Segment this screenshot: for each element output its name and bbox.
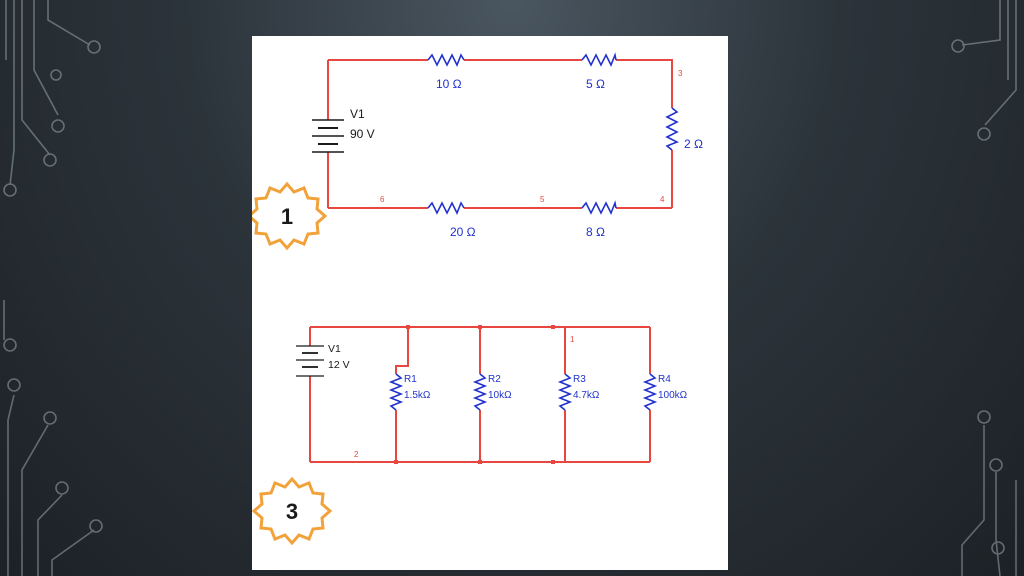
circuit1-number-badge: 1 (252, 181, 328, 251)
circuit3-source-name: V1 (328, 343, 341, 355)
resistor-r4 (642, 373, 658, 411)
resistor-r3-value: 4.7kΩ (573, 390, 600, 401)
circuit3-junction (551, 325, 555, 329)
circuit3-branch-r1 (395, 327, 409, 462)
resistor-5-ohm (581, 52, 617, 67)
circuit3-source-value: 12 V (328, 359, 350, 371)
circuit-schematics: V1 90 V 10 Ω 5 Ω 2 Ω 20 Ω 8 Ω 3 4 5 6 1 (252, 52, 703, 546)
circuit3-junction (394, 460, 398, 464)
resistor-r4-name: R4 (658, 374, 671, 385)
resistor-r2 (472, 373, 488, 411)
circuit1-node-5: 5 (540, 195, 545, 204)
resistor-8-ohm (581, 200, 617, 215)
resistor-r4-value: 100kΩ (658, 390, 688, 401)
circuit3-number-badge: 3 (252, 476, 333, 546)
circuit1-node-3: 3 (678, 69, 683, 78)
circuit1-source-name: V1 (350, 107, 365, 121)
circuit1-battery (312, 119, 344, 153)
circuit-1: V1 90 V 10 Ω 5 Ω 2 Ω 20 Ω 8 Ω 3 4 5 6 1 (252, 52, 703, 251)
circuit3-branch-r3 (553, 326, 566, 462)
circuit3-battery (296, 345, 324, 377)
resistor-label-10-ohm: 10 Ω (436, 77, 462, 91)
resistor-label-20-ohm: 20 Ω (450, 225, 476, 239)
resistor-label-2-ohm: 2 Ω (684, 137, 703, 151)
resistor-r3 (557, 373, 573, 411)
resistor-2-ohm (665, 107, 679, 151)
circuit1-node-6: 6 (380, 195, 385, 204)
resistor-10-ohm (427, 53, 465, 67)
circuit3-node-2: 2 (354, 450, 359, 459)
circuit3-junction (478, 325, 482, 329)
circuit1-node-4: 4 (660, 195, 665, 204)
resistor-r3-name: R3 (573, 374, 586, 385)
circuit3-badge-number: 3 (286, 499, 298, 524)
slide-content-panel: V1 90 V 10 Ω 5 Ω 2 Ω 20 Ω 8 Ω 3 4 5 6 1 (252, 36, 728, 570)
resistor-r1-value: 1.5kΩ (404, 390, 431, 401)
circuit1-source-value: 90 V (350, 127, 375, 141)
resistor-label-5-ohm: 5 Ω (586, 77, 605, 91)
resistor-r2-value: 10kΩ (488, 390, 512, 401)
circuit3-junction (406, 325, 410, 329)
circuit3-junction (478, 460, 482, 464)
circuit1-badge-number: 1 (281, 204, 293, 229)
resistor-r1 (388, 373, 404, 411)
circuit3-junction (551, 460, 555, 464)
resistor-r2-name: R2 (488, 374, 501, 385)
resistor-label-8-ohm: 8 Ω (586, 225, 605, 239)
circuit3-node-1: 1 (570, 335, 575, 344)
resistor-r1-name: R1 (404, 374, 417, 385)
resistor-20-ohm (427, 201, 465, 215)
circuit-3: V1 12 V R1 1.5kΩ R2 10kΩ R3 4.7kΩ R4 100… (252, 325, 688, 546)
circuit1-wire-top (328, 59, 673, 108)
